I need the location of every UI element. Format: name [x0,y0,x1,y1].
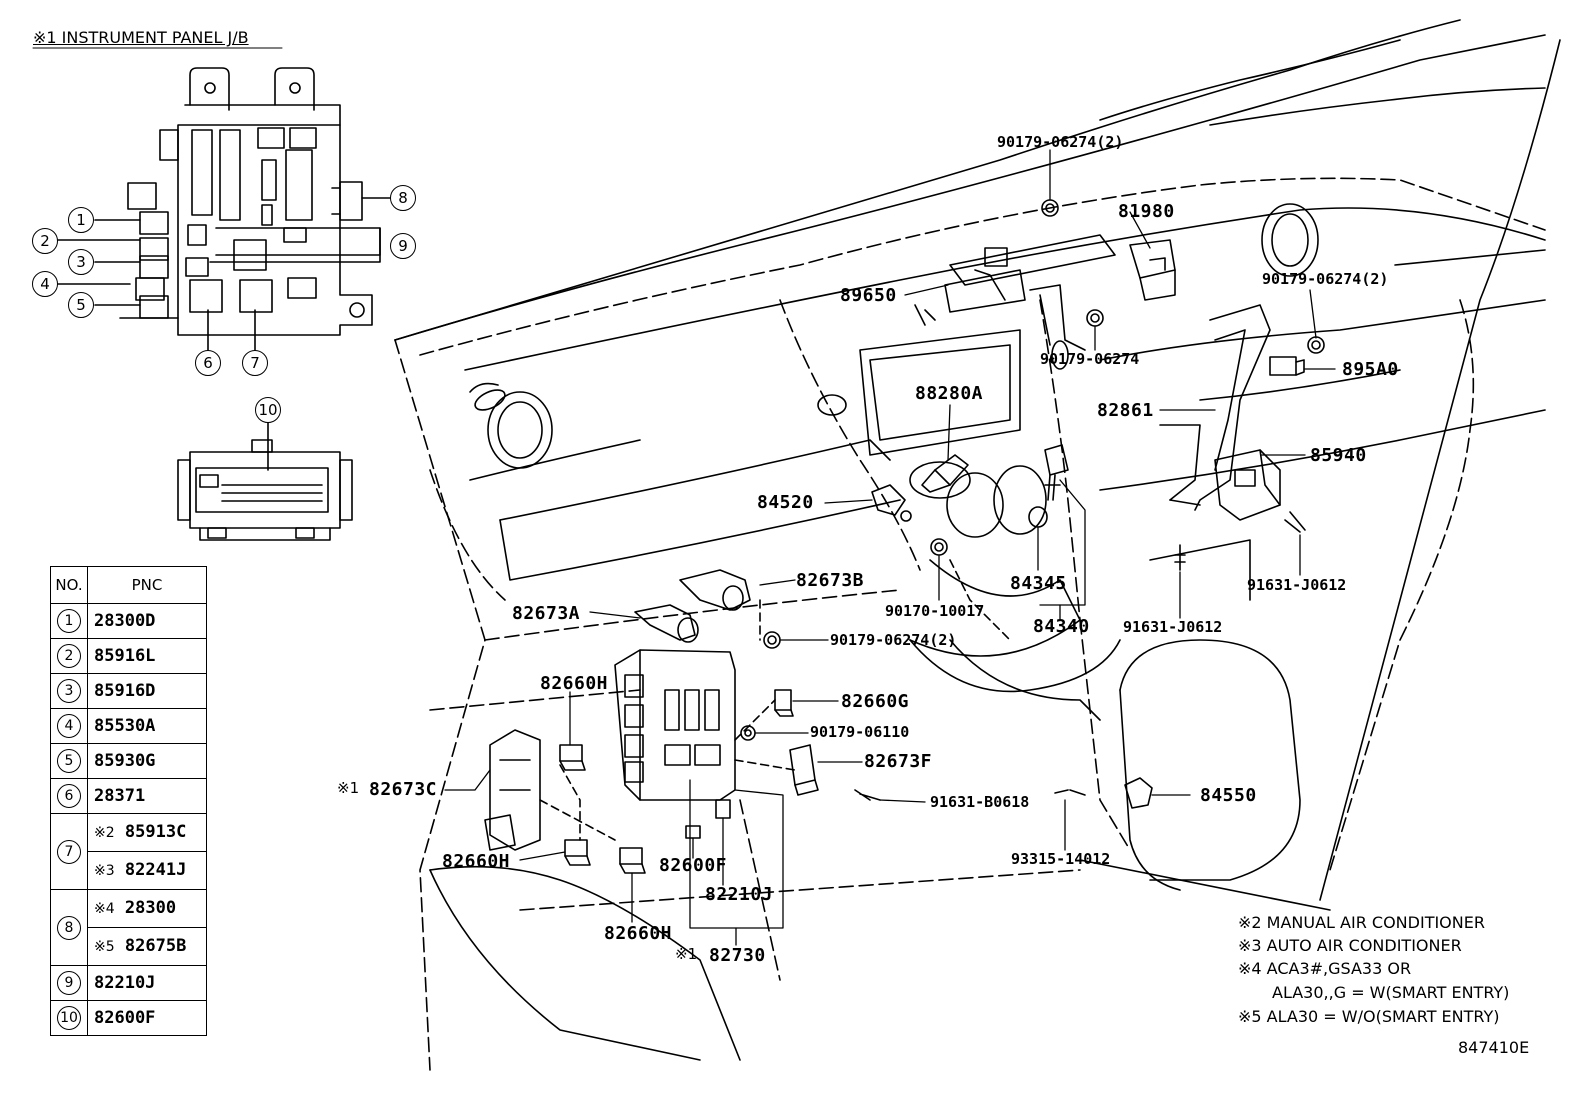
callout-10: 10 [255,397,281,423]
callout-4: 4 [32,271,58,297]
note-manual-ac: ※2 MANUAL AIR CONDITIONER [1238,913,1485,932]
row-number: 3 [57,679,81,703]
table-row: 6 28371 [50,778,207,814]
table-row: 9 82210J [50,965,207,1001]
part-label-82660H-bottom: 82660H [604,923,673,944]
callout-6: 6 [195,350,221,376]
row-number: 10 [57,1006,81,1030]
part-label-90179-06274-2-top: 90179-06274(2) [997,133,1124,151]
table-row: 8 ※4 28300 ※5 82675B [50,889,207,966]
part-label-82210J: 82210J [705,884,774,905]
note-ala30-wo-smart-entry: ※5 ALA30 = W/O(SMART ENTRY) [1238,1007,1500,1026]
row-pnc: 85530A [87,708,207,744]
callout-9: 9 [390,233,416,259]
dashboard-drawing [394,19,1561,1071]
row-pnc: 85913C [124,822,187,842]
row-pnc: 82675B [124,936,187,956]
part-label-90179-06110: 90179-06110 [810,723,910,741]
part-label-82660G: 82660G [841,691,910,712]
row-number: 2 [57,644,81,668]
table-row: 5 85930G [50,743,207,779]
part-label-88280A: 88280A [915,383,984,404]
row-pnc: 82241J [124,860,187,880]
table-row: 1 28300D [50,603,207,639]
row-mark: ※5 [94,939,115,955]
row-pnc: 85916L [87,638,207,674]
pnc-table: NO. PNC 1 28300D 2 85916L 3 85916D 4 855… [50,566,207,1036]
junction-block-inset-drawing [57,67,393,351]
table-row: 4 85530A [50,708,207,744]
table-row: 7 ※2 85913C ※3 82241J [50,813,207,890]
callout-2: 2 [32,228,58,254]
callout-8: 8 [390,185,416,211]
callout-3: 3 [68,249,94,275]
diagram-code: 847410E [1458,1038,1530,1057]
row-number: 7 [57,839,81,864]
part-label-82673C: 82673C [369,779,438,800]
part-label-895A0: 895A0 [1342,359,1399,380]
note-ala30-smart-entry: ALA30,,G = W(SMART ENTRY) [1272,983,1510,1002]
part-label-89650: 89650 [840,285,897,306]
row-mark: ※4 [94,901,115,917]
part-label-93315-14012: 93315-14012 [1011,850,1111,868]
row-mark: ※2 [94,825,115,841]
part-sketches [484,199,1325,874]
row-number: 1 [57,609,81,633]
part-label-90179-06274: 90179-06274 [1040,350,1140,368]
connector-10-drawing [177,419,353,541]
row-pnc: 85930G [87,743,207,779]
part-label-91631-J0612-right: 91631-J0612 [1247,576,1347,594]
header-no: NO. [50,566,88,604]
row-pnc: 82600F [87,1000,207,1036]
table-row: 3 85916D [50,673,207,709]
row-number: 6 [57,784,81,808]
header-pnc: PNC [87,566,207,604]
part-label-82660H-left: 82660H [442,851,511,872]
row-mark: ※3 [94,863,115,879]
leader-lines [444,149,1336,946]
part-label-90170-10017: 90170-10017 [885,602,985,620]
row-number: 5 [57,749,81,773]
part-label-82730: 82730 [709,945,766,966]
row-pnc: 28371 [87,778,207,814]
part-label-84550: 84550 [1200,785,1257,806]
callout-1: 1 [68,207,94,233]
part-label-81980: 81980 [1118,201,1175,222]
part-label-84340: 84340 [1033,616,1090,637]
row-pnc: 82210J [87,965,207,1001]
row-pnc: 85916D [87,673,207,709]
row-number: 9 [57,971,81,995]
part-label-90179-06274-2-bottom: 90179-06274(2) [830,631,957,649]
inset-title: ※1 INSTRUMENT PANEL J/B [33,28,249,47]
part-label-82673B: 82673B [796,570,865,591]
callout-7: 7 [242,350,268,376]
row-number: 4 [57,714,81,738]
table-row: 2 85916L [50,638,207,674]
part-label-84520: 84520 [757,492,814,513]
callout-5: 5 [68,292,94,318]
row-pnc: 28300D [87,603,207,639]
note-auto-ac: ※3 AUTO AIR CONDITIONER [1238,936,1462,955]
part-label-84345: 84345 [1010,573,1067,594]
row-pnc: 28300 [124,898,177,918]
table-row: 10 82600F [50,1000,207,1036]
part-mark-82673C: ※1 [337,779,360,797]
part-label-90179-06274-2-right: 90179-06274(2) [1262,270,1389,288]
part-label-91631-J0612-center: 91631-J0612 [1123,618,1223,636]
part-label-82660H-top: 82660H [540,673,609,694]
table-header-row: NO. PNC [50,566,207,604]
part-label-82861: 82861 [1097,400,1154,421]
part-label-82600F: 82600F [659,855,728,876]
part-label-82673A: 82673A [512,603,581,624]
part-mark-82730: ※1 [675,945,698,963]
part-label-82673F: 82673F [864,751,933,772]
row-number: 8 [57,915,81,940]
part-label-91631-B0618: 91631-B0618 [930,793,1030,811]
note-aca3-gsa33: ※4 ACA3#,GSA33 OR [1238,959,1412,978]
part-label-85940: 85940 [1310,445,1367,466]
